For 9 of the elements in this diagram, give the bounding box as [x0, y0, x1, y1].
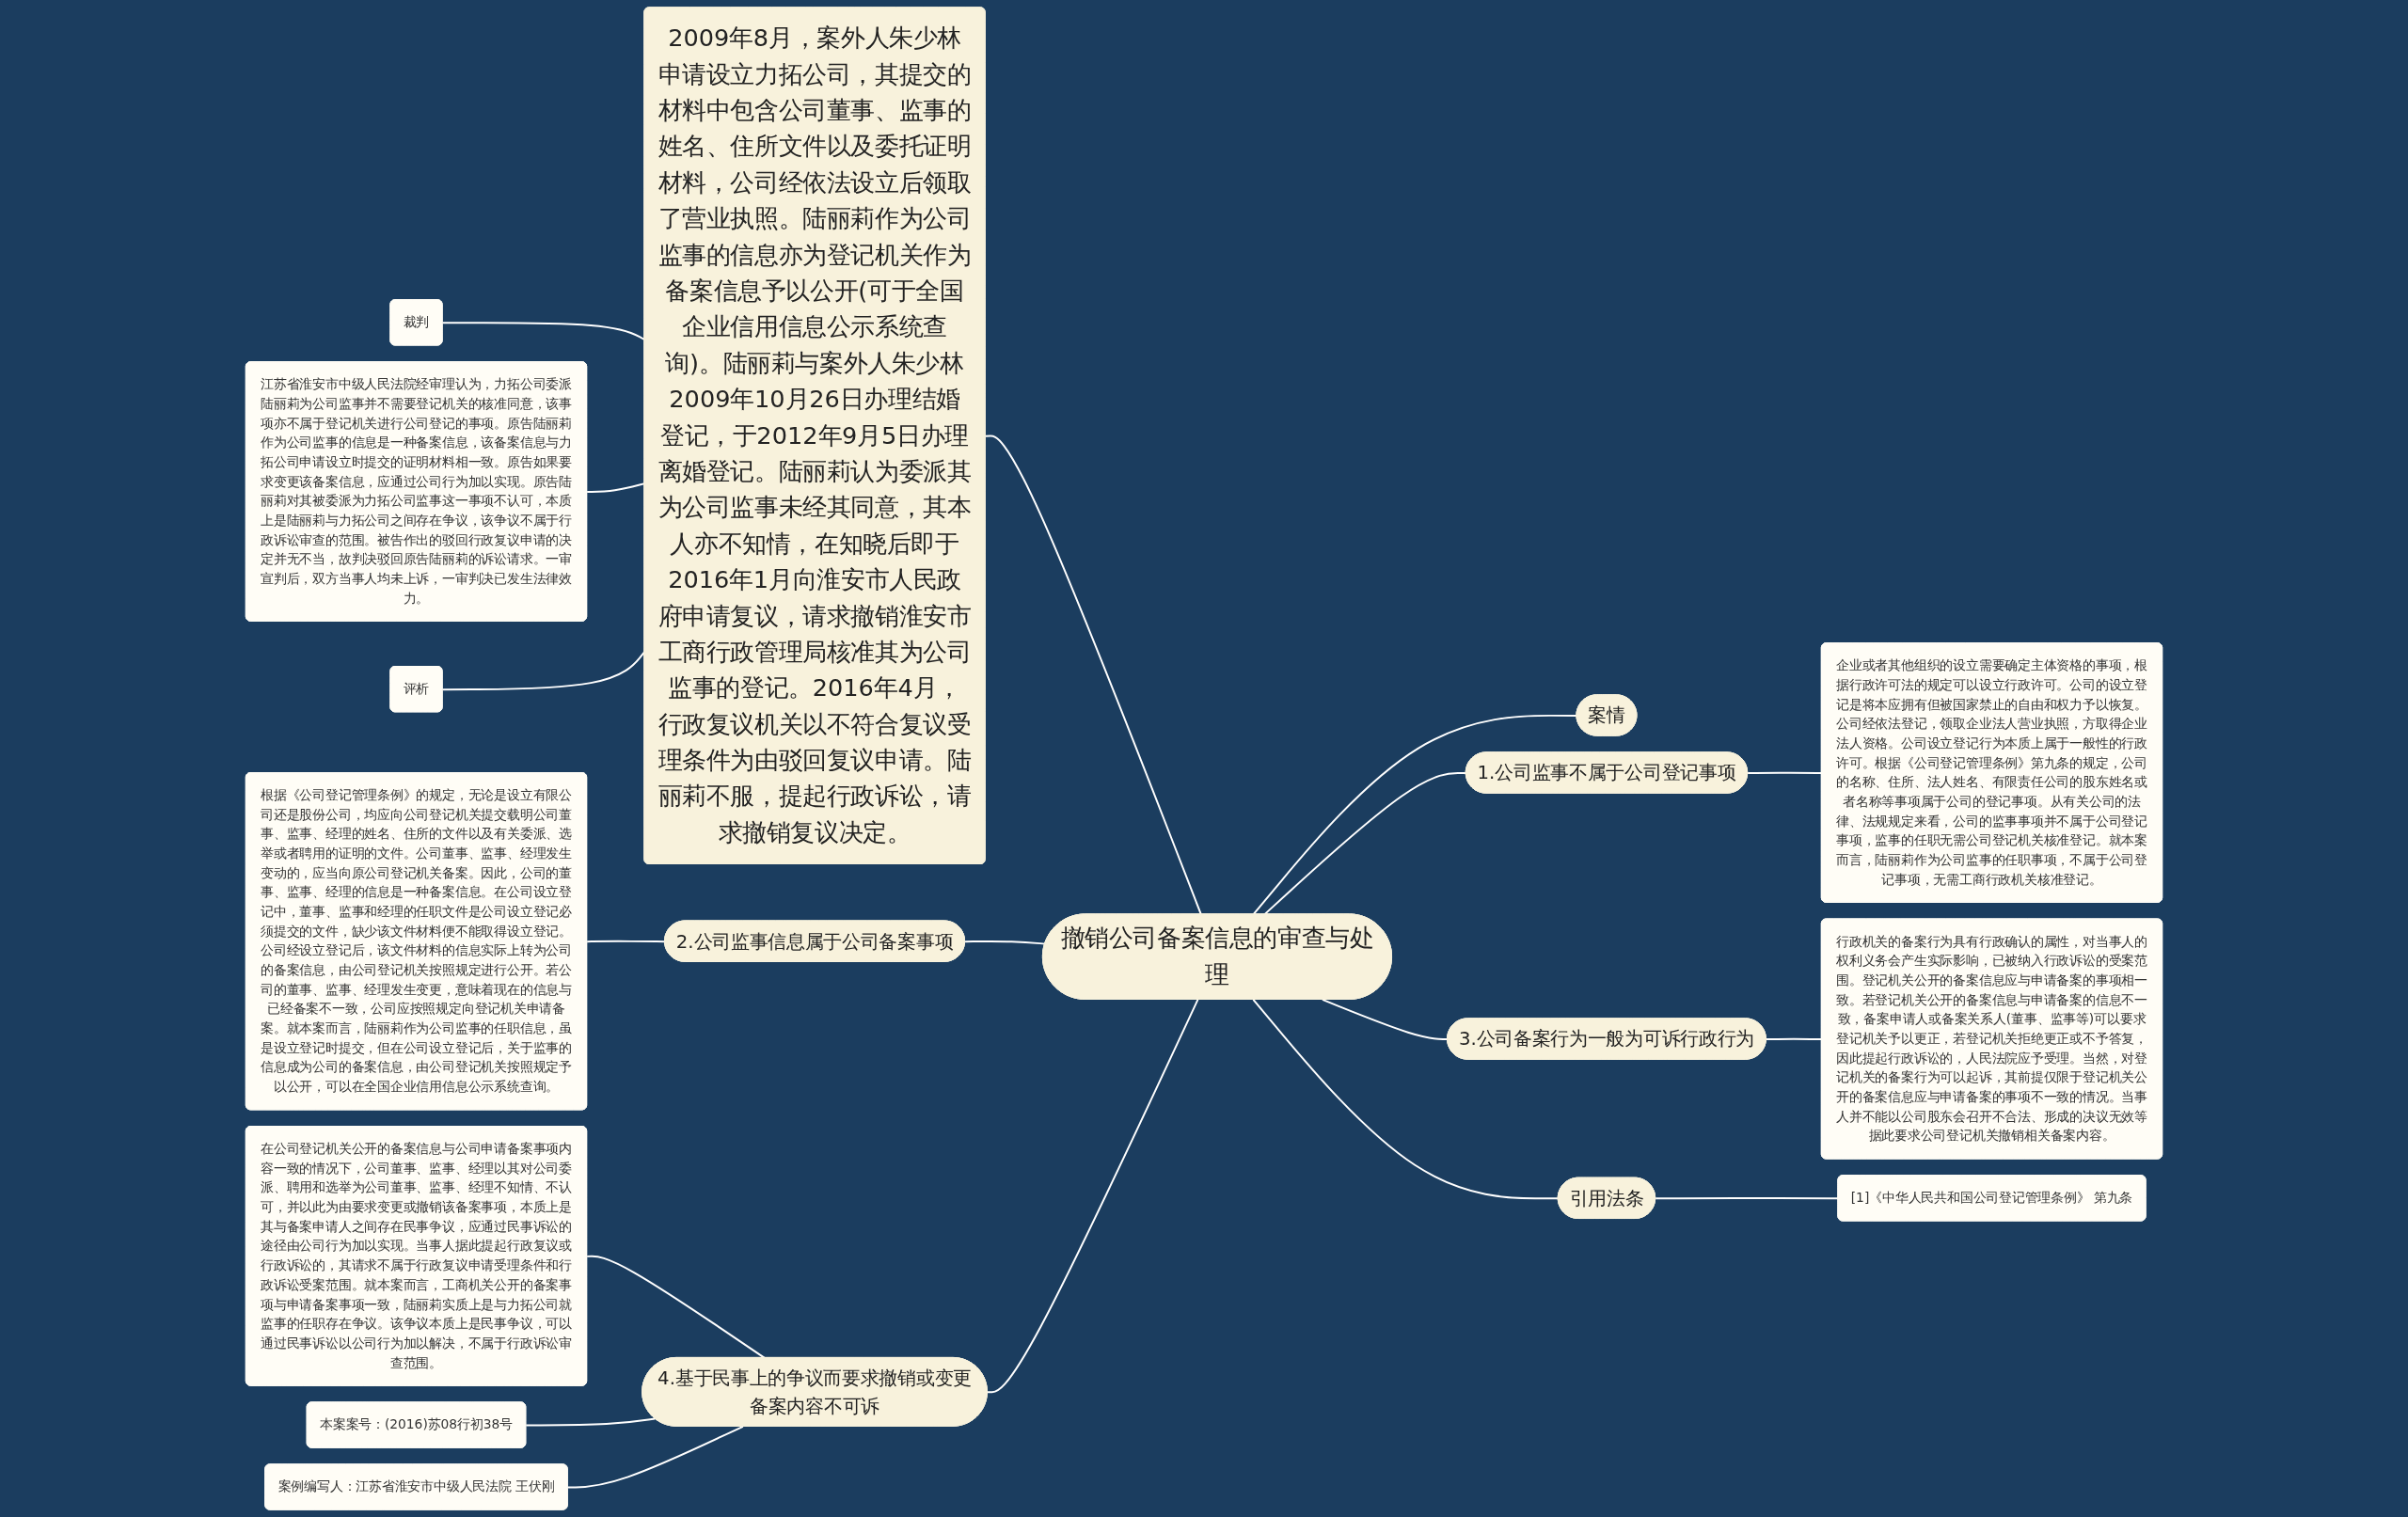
connector	[1765, 1037, 1823, 1040]
connector	[586, 940, 666, 943]
connector	[566, 1425, 744, 1489]
connector	[1747, 771, 1823, 774]
connector	[1321, 998, 1450, 1040]
connector	[1252, 998, 1560, 1200]
connector	[525, 1417, 657, 1427]
connector	[986, 998, 1199, 1394]
connector	[586, 1255, 766, 1359]
